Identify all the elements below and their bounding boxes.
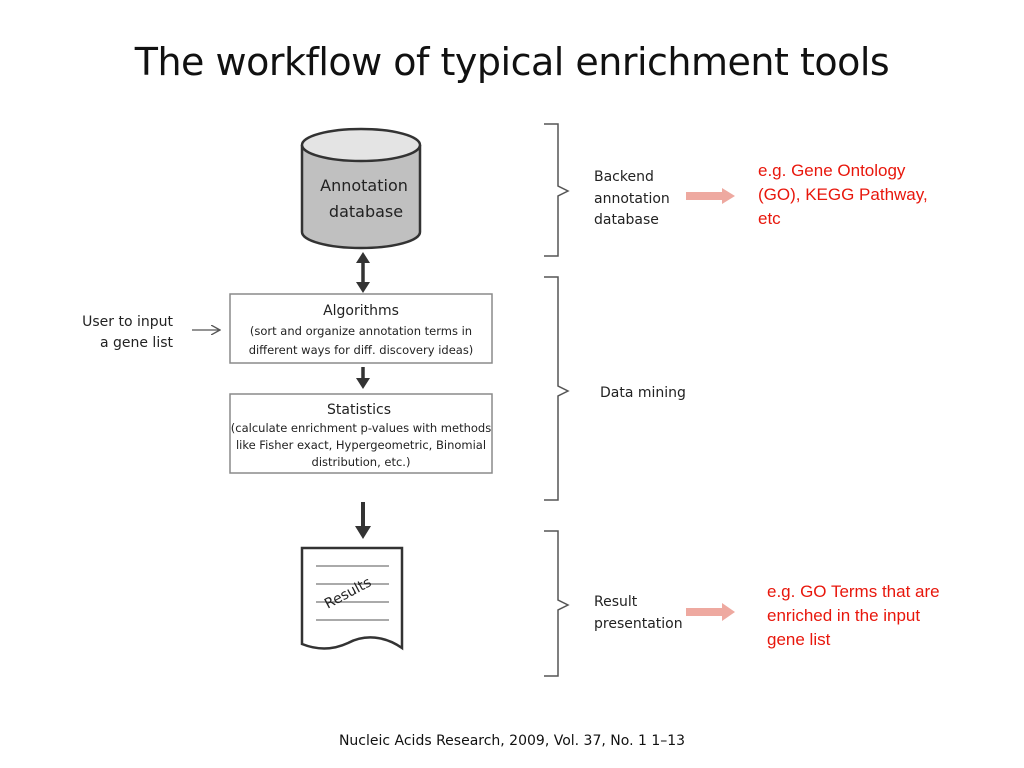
stage-backend-line3: database xyxy=(594,212,659,228)
stage-presentation-line1: Result xyxy=(594,594,638,610)
presentation-brace xyxy=(544,530,570,677)
stage-presentation-line2: presentation xyxy=(594,616,683,632)
user-input-line2: a gene list xyxy=(100,335,174,351)
backend-note-arrow xyxy=(686,188,735,204)
presentation-note: e.g. GO Terms that are enriched in the i… xyxy=(767,580,940,652)
presentation-note-line2: enriched in the input xyxy=(767,606,921,625)
presentation-note-line3: gene list xyxy=(767,630,831,649)
database-label-line2: database xyxy=(329,202,403,221)
page-title: The workflow of typical enrichment tools xyxy=(134,40,890,84)
statistics-line3: distribution, etc.) xyxy=(312,455,411,469)
annotation-database-cylinder: Annotation database xyxy=(300,127,422,250)
database-algorithms-double-arrow xyxy=(356,252,370,293)
backend-note-line2: (GO), KEGG Pathway, xyxy=(758,185,928,204)
statistics-box: Statistics (calculate enrichment p-value… xyxy=(229,393,493,474)
stage-data-mining-label: Data mining xyxy=(600,385,686,401)
stage-presentation-label: Result presentation xyxy=(594,594,683,632)
algorithms-line2: different ways for diff. discovery ideas… xyxy=(249,343,474,357)
statistics-results-arrow xyxy=(355,502,371,539)
stage-backend-line2: annotation xyxy=(594,191,670,207)
citation: Nucleic Acids Research, 2009, Vol. 37, N… xyxy=(338,733,686,749)
algorithms-line1: (sort and organize annotation terms in xyxy=(250,324,472,338)
user-input-line1: User to input xyxy=(82,314,173,330)
statistics-line2: like Fisher exact, Hypergeometric, Binom… xyxy=(236,438,486,452)
data-mining-brace xyxy=(544,276,570,501)
backend-note-line3: etc xyxy=(758,209,781,228)
stage-backend-label: Backend annotation database xyxy=(594,169,670,228)
backend-note-line1: e.g. Gene Ontology xyxy=(758,161,906,180)
algorithms-heading: Algorithms xyxy=(323,303,399,319)
stage-backend-line1: Backend xyxy=(594,169,654,185)
statistics-line1: (calculate enrichment p-values with meth… xyxy=(231,421,491,435)
backend-note: e.g. Gene Ontology (GO), KEGG Pathway, e… xyxy=(758,159,928,231)
presentation-note-line1: e.g. GO Terms that are xyxy=(767,582,940,601)
user-input: User to input a gene list xyxy=(82,314,220,351)
presentation-note-arrow xyxy=(686,603,735,621)
backend-brace xyxy=(544,123,570,257)
statistics-heading: Statistics xyxy=(327,402,391,418)
database-label-line1: Annotation xyxy=(320,176,408,195)
algorithms-box: Algorithms (sort and organize annotation… xyxy=(229,293,493,364)
algorithms-statistics-arrow xyxy=(356,367,370,389)
results-document-icon: Results xyxy=(300,546,404,651)
